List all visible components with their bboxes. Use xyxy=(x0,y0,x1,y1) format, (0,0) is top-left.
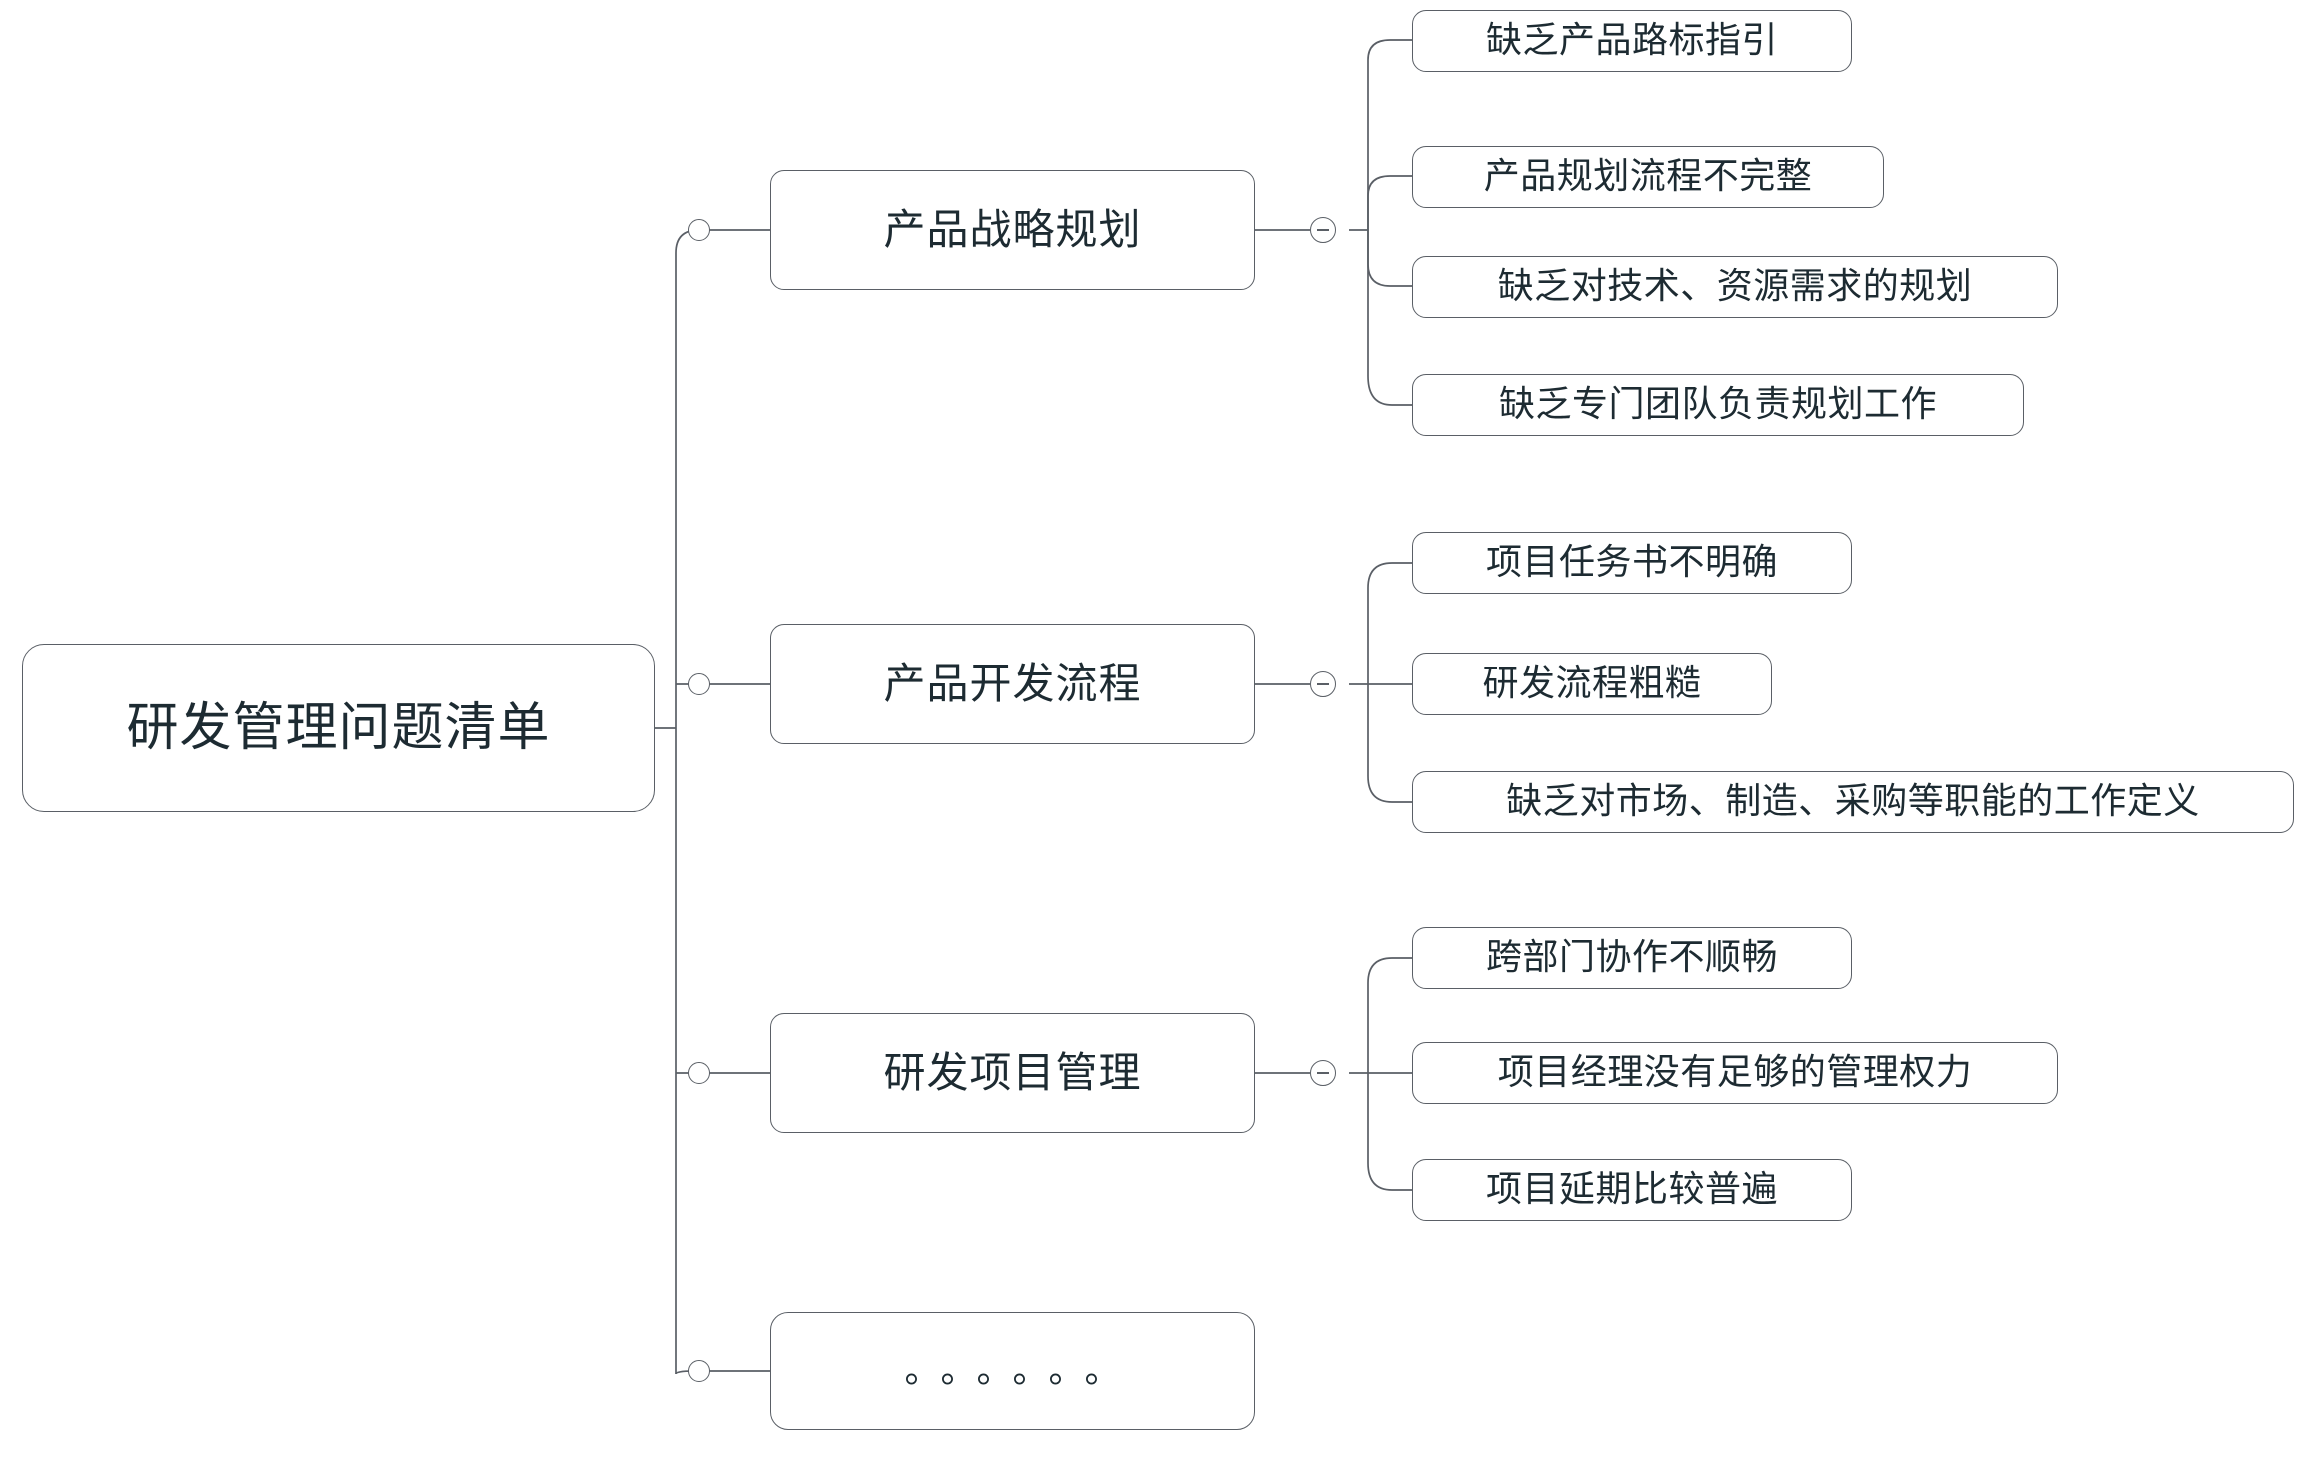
branch-node-3-label: 研发项目管理 xyxy=(883,1048,1142,1097)
leaf-node-1-4-label: 缺乏专门团队负责规划工作 xyxy=(1498,384,1937,425)
leaf-node-2-2-label: 研发流程粗糙 xyxy=(1482,663,1702,704)
branch-node-1[interactable]: 产品战略规划 xyxy=(770,170,1255,290)
leaf-node-3-3-label: 项目延期比较普遍 xyxy=(1485,1169,1778,1210)
leaf-node-2-1[interactable]: 项目任务书不明确 xyxy=(1412,532,1852,594)
branch-1-child-1-wire xyxy=(1367,39,1412,230)
minus-icon xyxy=(1317,683,1329,685)
branch-bullet-2[interactable] xyxy=(688,673,710,695)
root-node[interactable]: 研发管理问题清单 xyxy=(22,644,655,812)
leaf-node-3-1-label: 跨部门协作不顺畅 xyxy=(1485,937,1778,978)
root-node-label: 研发管理问题清单 xyxy=(126,698,551,758)
collapse-toggle-1[interactable] xyxy=(1310,217,1336,243)
branch-node-4[interactable]: 。。。。。。 xyxy=(770,1312,1255,1430)
leaf-node-2-3[interactable]: 缺乏对市场、制造、采购等职能的工作定义 xyxy=(1412,771,2294,833)
branch-bullet-3[interactable] xyxy=(688,1062,710,1084)
leaf-node-1-2-label: 产品规划流程不完整 xyxy=(1483,156,1813,197)
leaf-node-1-3-label: 缺乏对技术、资源需求的规划 xyxy=(1497,266,1973,307)
branch-node-3[interactable]: 研发项目管理 xyxy=(770,1013,1255,1133)
branch-1-child-3-wire xyxy=(1367,230,1412,287)
leaf-node-2-2[interactable]: 研发流程粗糙 xyxy=(1412,653,1772,715)
branch-node-2[interactable]: 产品开发流程 xyxy=(770,624,1255,744)
leaf-node-2-1-label: 项目任务书不明确 xyxy=(1485,542,1778,583)
branch-2-child-1-wire xyxy=(1367,562,1412,684)
leaf-node-2-3-label: 缺乏对市场、制造、采购等职能的工作定义 xyxy=(1506,781,2200,822)
collapse-toggle-3[interactable] xyxy=(1310,1060,1336,1086)
branch-2-child-3-wire xyxy=(1367,684,1412,803)
leaf-node-3-2-label: 项目经理没有足够的管理权力 xyxy=(1497,1052,1973,1093)
minus-icon xyxy=(1317,229,1329,231)
leaf-node-3-1[interactable]: 跨部门协作不顺畅 xyxy=(1412,927,1852,989)
branch-bullet-4[interactable] xyxy=(688,1360,710,1382)
leaf-node-1-4[interactable]: 缺乏专门团队负责规划工作 xyxy=(1412,374,2024,436)
minus-icon xyxy=(1317,1072,1329,1074)
collapse-toggle-2[interactable] xyxy=(1310,671,1336,697)
leaf-node-3-3[interactable]: 项目延期比较普遍 xyxy=(1412,1159,1852,1221)
branch-3-child-1-wire xyxy=(1367,957,1412,1073)
leaf-node-1-3[interactable]: 缺乏对技术、资源需求的规划 xyxy=(1412,256,2058,318)
leaf-node-1-2[interactable]: 产品规划流程不完整 xyxy=(1412,146,1884,208)
branch-node-4-label: 。。。。。。 xyxy=(904,1350,1139,1391)
leaf-node-1-1[interactable]: 缺乏产品路标指引 xyxy=(1412,10,1852,72)
branch-node-2-label: 产品开发流程 xyxy=(883,659,1142,708)
leaf-node-1-1-label: 缺乏产品路标指引 xyxy=(1485,20,1778,61)
branch-3-child-3-wire xyxy=(1367,1073,1412,1191)
branch-node-1-label: 产品战略规划 xyxy=(883,205,1142,254)
branch-1-child-4-wire xyxy=(1367,230,1412,406)
branch-bullet-1[interactable] xyxy=(688,219,710,241)
leaf-node-3-2[interactable]: 项目经理没有足够的管理权力 xyxy=(1412,1042,2058,1104)
branch-1-child-2-wire xyxy=(1367,175,1412,230)
